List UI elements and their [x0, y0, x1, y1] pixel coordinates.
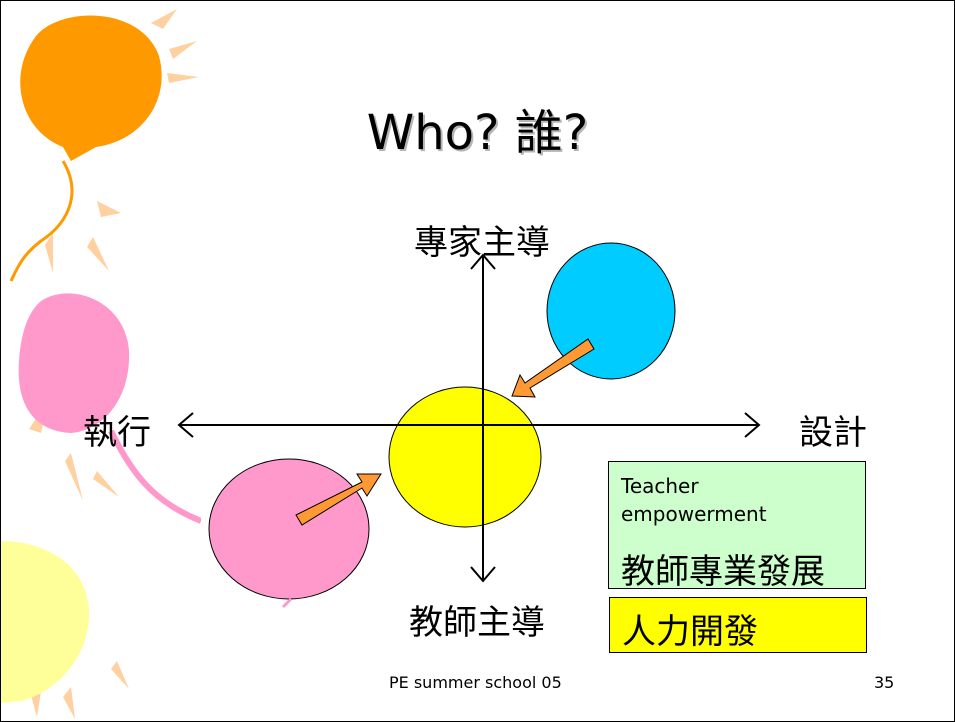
teacher-development-label: 教師專業發展	[621, 552, 825, 592]
teacher-empowerment-label: Teacher empowerment	[621, 474, 767, 526]
human-resource-box: 人力開發	[609, 597, 867, 653]
blue-to-center-arrow-icon	[511, 338, 595, 398]
axis-label-bottom: 教師主導	[409, 603, 545, 643]
page-number: 35	[874, 673, 895, 692]
sun-rays-decoration	[29, 9, 199, 719]
axis-label-top: 專家主導	[414, 223, 550, 263]
pink-to-center-arrow-icon	[295, 473, 382, 526]
pink-circle	[208, 458, 370, 600]
human-resource-label: 人力開發	[622, 612, 758, 652]
yellow-circle	[388, 386, 542, 528]
yellow-balloon-icon	[1, 541, 90, 703]
balloon-decoration	[1, 9, 201, 719]
axis-label-right: 設計	[799, 413, 867, 453]
pink-balloon-icon	[18, 293, 130, 433]
orange-balloon-icon	[20, 15, 162, 162]
axes	[177, 253, 761, 583]
footer-text: PE summer school 05	[389, 673, 562, 692]
teacher-empowerment-box: Teacher empowerment 教師專業發展	[608, 461, 866, 592]
slide-title: Who? 誰?	[366, 105, 589, 161]
axis-label-left: 執行	[83, 413, 151, 453]
